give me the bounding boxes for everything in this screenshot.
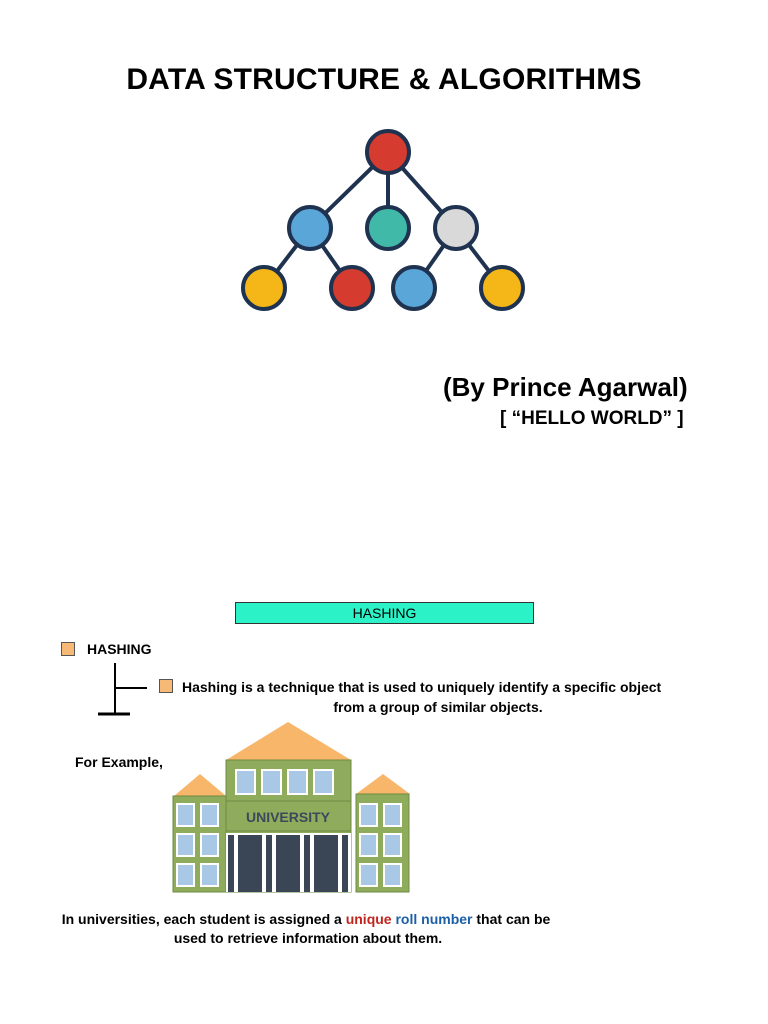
caption-highlight-roll-number: roll number [395,911,473,927]
caption-text-end: that can be [472,911,551,927]
author-line: (By Prince Agarwal) [443,372,688,402]
tree-node-right [433,205,479,251]
caption-text: In universities, each student is assigne… [61,911,346,927]
left-roof-icon [174,774,226,796]
subtitle: [ “HELLO WORLD” ] [500,408,684,429]
bullet-square-icon [61,642,75,656]
university-building-illustration: UNIVERSITY [172,722,410,893]
caption-highlight-unique: unique [345,911,392,927]
tree-node-left [287,205,333,251]
caption-line-2: used to retrieve information about them. [173,930,443,946]
tree-node-leaf-4 [479,265,525,311]
section-heading: HASHING [87,641,152,657]
tree-node-root [365,129,411,175]
definition-line-1: Hashing is a technique that is used to u… [182,679,662,695]
tree-node-leaf-3 [391,265,437,311]
bullet-square-icon [159,679,173,693]
tree-diagram [241,129,525,311]
center-roof-icon [226,722,351,760]
tree-node-leaf-1 [241,265,287,311]
caption-line-1: In universities, each student is assigne… [0,911,612,927]
tree-node-middle [365,205,411,251]
university-sign: UNIVERSITY [246,809,331,825]
tree-node-leaf-2 [329,265,375,311]
page-title: DATA STRUCTURE & ALGORITHMS [126,63,642,96]
right-roof-icon [356,774,410,794]
tree-connector-icon [98,663,147,716]
example-label: For Example, [75,754,163,770]
definition-line-2: from a group of similar objects. [333,699,543,715]
section-banner: HASHING [235,602,534,624]
